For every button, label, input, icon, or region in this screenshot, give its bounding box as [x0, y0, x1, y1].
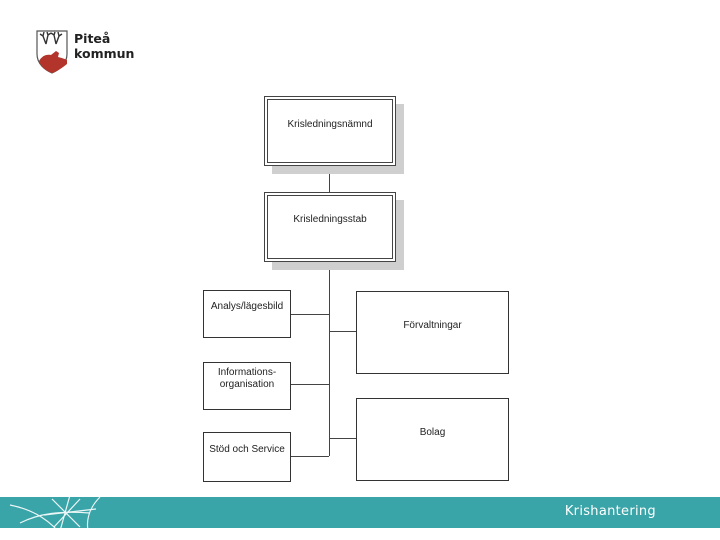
node-label: Krisledningsnämnd [287, 119, 373, 130]
connector-spine [329, 262, 330, 456]
connector-bolag [329, 438, 356, 439]
node-label: Krisledningsstab [293, 214, 367, 225]
org-name: Piteå kommun [74, 31, 135, 61]
connector-info [291, 384, 329, 385]
footer-title: Krishantering [564, 504, 656, 519]
connector-top-staff [329, 166, 330, 192]
node-stod-och-service: Stöd och Service [203, 432, 291, 482]
node-label: Bolag [419, 427, 446, 438]
snowflake-decoration-icon [9, 494, 101, 532]
municipality-logo: Piteå kommun [34, 28, 174, 76]
footer-band: Krishantering [0, 494, 720, 532]
node-label: Informations- organisation [217, 367, 277, 390]
connector-stod [291, 456, 329, 457]
node-forvaltningar: Förvaltningar [356, 291, 509, 374]
node-informationsorganisation: Informations- organisation [203, 362, 291, 410]
connector-analys [291, 314, 329, 315]
node-krisledningsnamnd: Krisledningsnämnd [264, 96, 396, 166]
node-bolag: Bolag [356, 398, 509, 481]
node-label: Förvaltningar [403, 320, 462, 331]
node-analys-lagesbild: Analys/lägesbild [203, 290, 291, 338]
node-label: Analys/lägesbild [210, 301, 284, 312]
node-label: Stöd och Service [209, 444, 285, 455]
node-krisledningsstab: Krisledningsstab [264, 192, 396, 262]
coat-of-arms-icon [36, 30, 68, 74]
connector-forvaltningar [329, 331, 356, 332]
